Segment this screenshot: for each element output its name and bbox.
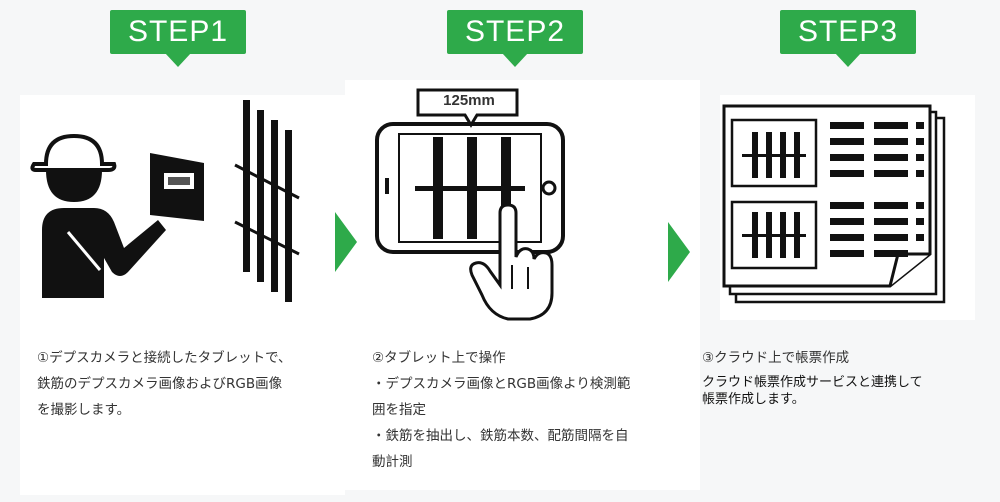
step3-line: クラウド帳票作成サービスと連携して: [702, 374, 923, 389]
step2-line: 囲を指定: [372, 402, 426, 418]
step2-line: 動計測: [372, 454, 413, 470]
step1-description: ①デプスカメラと接続したタブレットで、 鉄筋のデプスカメラ画像およびRGB画像 …: [37, 345, 337, 423]
step3-badge: STEP3: [780, 10, 916, 67]
measurement-callout: [416, 88, 519, 128]
step-arrow-icon: [335, 212, 357, 272]
step3-line: 帳票作成します。: [702, 391, 805, 406]
report-document-icon: [722, 104, 946, 304]
step2-line: ・鉄筋を抽出し、鉄筋本数、配筋間隔を自: [372, 428, 629, 444]
step1-line: 鉄筋のデプスカメラ画像およびRGB画像: [37, 376, 283, 392]
step3-description: クラウド帳票作成サービスと連携して 帳票作成します。: [702, 373, 992, 407]
depth-camera-icon: [150, 153, 204, 221]
step2-description: ②タブレット上で操作 ・デプスカメラ画像とRGB画像より検測範 囲を指定 ・鉄筋…: [372, 345, 692, 475]
step3-heading: ③クラウド上で帳票作成: [702, 350, 850, 366]
step1-line: ①デプスカメラと接続したタブレットで、: [37, 350, 292, 366]
step1-badge: STEP1: [110, 10, 246, 67]
step2-badge: STEP2: [447, 10, 583, 67]
step1-line: を撮影します。: [37, 402, 131, 418]
measurement-label: 125mm: [443, 92, 495, 109]
hand-pointer-icon: [469, 203, 554, 321]
worker-icon: [30, 133, 166, 298]
step-arrow-icon: [668, 222, 690, 282]
rebar-grid-icon: [234, 100, 300, 302]
step2-line: ②タブレット上で操作: [372, 350, 506, 366]
step2-line: ・デプスカメラ画像とRGB画像より検測範: [372, 376, 631, 392]
